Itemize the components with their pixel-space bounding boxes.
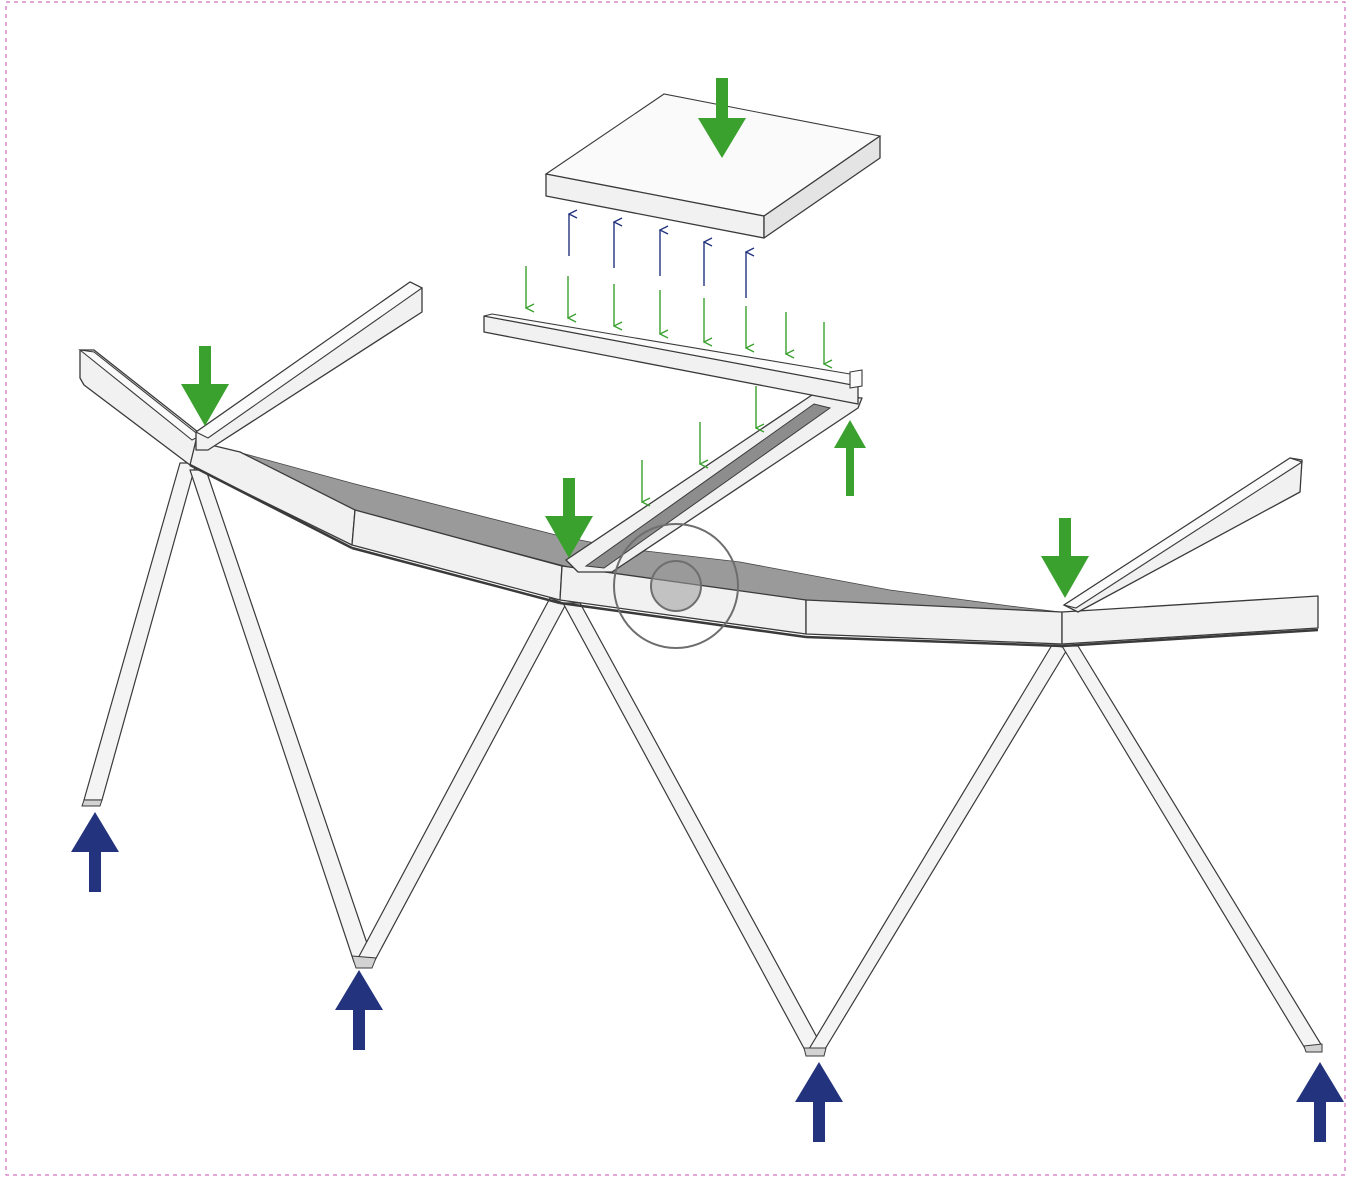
- load-arrows: [181, 78, 1089, 598]
- purlin-beam: [483, 313, 863, 405]
- rear-beam-right-top: [1062, 457, 1304, 609]
- down-arrow-icon: [1041, 518, 1089, 598]
- leg-6-foot: [1303, 1043, 1323, 1053]
- leg-4-foot: [803, 1047, 827, 1057]
- leg-4: [562, 602, 826, 1053]
- down-arrow-icon: [545, 478, 593, 558]
- leg-1-foot: [81, 799, 103, 807]
- slab-side: [763, 135, 881, 239]
- slab-reaction-arrows: [569, 214, 746, 298]
- left-rafter: [78, 349, 202, 466]
- up-arrow-icon: [795, 1062, 843, 1142]
- support-reactions: [71, 812, 1344, 1142]
- slab: [544, 93, 882, 239]
- up-arrow-icon: [335, 970, 383, 1050]
- purlin-front: [483, 315, 859, 405]
- leg-6: [1061, 645, 1323, 1051]
- rear-beam-middle-web: [584, 403, 832, 569]
- down-arrow-icon: [181, 346, 229, 426]
- up-arrow-icon: [71, 812, 119, 892]
- purlin-end: [849, 369, 863, 389]
- rear-beam-left-top: [194, 281, 424, 439]
- girder-segment-5: [1061, 595, 1319, 645]
- main-girder: [189, 439, 1319, 648]
- leg-5: [805, 644, 1069, 1055]
- purlin-load-arrows: [526, 266, 824, 364]
- leg-1: [83, 462, 197, 801]
- detail-callout: [613, 523, 739, 649]
- down-arrow-icon: [698, 78, 746, 158]
- girder-load-arrows: [642, 386, 756, 502]
- up-arrow-icon: [1296, 1062, 1344, 1142]
- up-arrow-icon: [834, 420, 866, 496]
- purlin-top: [483, 313, 863, 387]
- diagonal-legs: [81, 462, 1323, 1057]
- leg-3: [355, 597, 567, 963]
- left-rafter-front: [79, 349, 199, 466]
- secondary-beams: [194, 281, 1304, 613]
- leg-2-foot: [351, 955, 377, 969]
